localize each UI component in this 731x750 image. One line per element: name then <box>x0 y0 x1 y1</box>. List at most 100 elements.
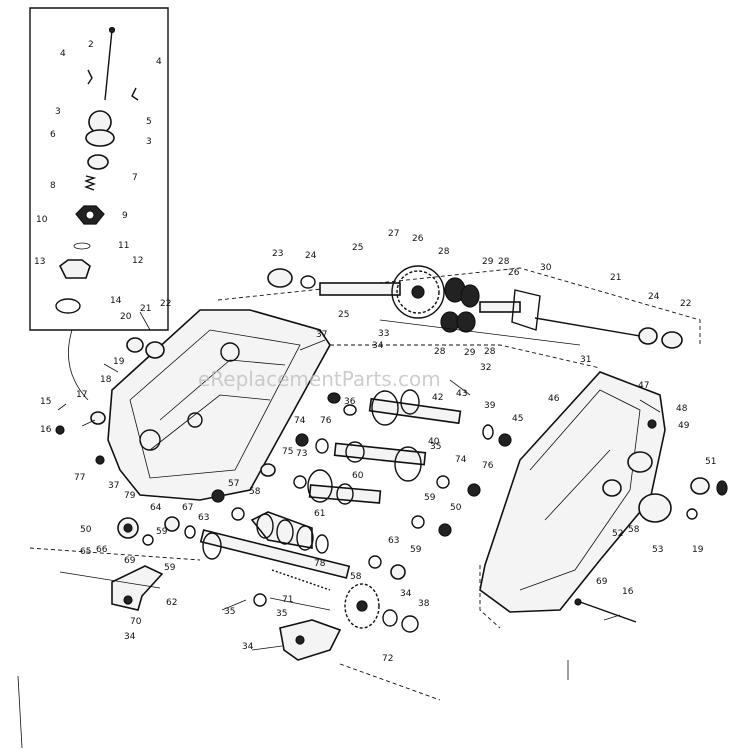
part-label: 63 <box>388 536 399 546</box>
part-label: 24 <box>648 292 660 302</box>
part-label: 64 <box>150 503 162 513</box>
part-label: 23 <box>272 249 283 259</box>
part-label: 40 <box>428 437 440 447</box>
part-label: 6 <box>50 130 56 140</box>
part-label: 30 <box>540 263 552 273</box>
lower-shaft-assembly <box>117 489 452 633</box>
part-label: 16 <box>622 587 634 597</box>
part-label: 60 <box>352 471 364 481</box>
part-label: 76 <box>320 416 332 426</box>
part-label: 35 <box>430 442 441 452</box>
part-label: 7 <box>132 173 138 183</box>
part-label: 53 <box>652 545 663 555</box>
part-label: 58 <box>249 487 261 497</box>
part-label: 37 <box>108 481 119 491</box>
part-label: 34 <box>124 632 136 642</box>
part-label: 39 <box>484 401 496 411</box>
part-label: 5 <box>146 117 152 127</box>
part-label: 46 <box>548 394 560 404</box>
part-label: 69 <box>596 577 608 587</box>
part-label: 22 <box>160 299 171 309</box>
part-label: 45 <box>512 414 523 424</box>
part-label: 72 <box>382 654 393 664</box>
part-label: 3 <box>55 107 61 117</box>
part-label: 73 <box>296 449 307 459</box>
part-label: 4 <box>156 57 162 67</box>
part-label: 19 <box>692 545 704 555</box>
part-label: 19 <box>113 357 125 367</box>
part-label: 77 <box>74 473 85 483</box>
part-label: 16 <box>40 425 52 435</box>
part-label: 51 <box>705 457 716 467</box>
part-label: 36 <box>344 397 356 407</box>
part-label: 34 <box>372 341 384 351</box>
part-label: 62 <box>166 598 177 608</box>
part-label: 50 <box>80 525 92 535</box>
part-label: 28 <box>498 257 510 267</box>
right-housing <box>479 371 728 680</box>
part-label: 50 <box>450 503 462 513</box>
part-label: 59 <box>156 527 168 537</box>
part-label: 47 <box>638 381 649 391</box>
part-label: 43 <box>456 389 467 399</box>
part-label: 74 <box>455 455 467 465</box>
part-label: 70 <box>130 617 142 627</box>
part-label: 24 <box>305 251 317 261</box>
part-label: 12 <box>132 256 143 266</box>
part-label: 15 <box>40 397 51 407</box>
part-label: 33 <box>378 329 389 339</box>
part-label: 9 <box>122 211 128 221</box>
part-label: 65 <box>80 547 91 557</box>
part-label: 76 <box>482 461 494 471</box>
part-label: 34 <box>400 589 412 599</box>
part-label: 25 <box>338 310 349 320</box>
part-label: 42 <box>432 393 443 403</box>
part-label: 10 <box>36 215 48 225</box>
part-label: 67 <box>182 503 193 513</box>
part-label: 18 <box>100 375 112 385</box>
left-housing <box>55 309 331 501</box>
part-label: 35 <box>224 607 235 617</box>
part-label: 28 <box>438 247 450 257</box>
part-label: 38 <box>418 599 430 609</box>
part-label: 22 <box>680 299 691 309</box>
part-label: 58 <box>350 572 362 582</box>
part-label: 26 <box>508 268 520 278</box>
part-label: 63 <box>198 513 209 523</box>
part-label: 21 <box>610 273 621 283</box>
part-label: 29 <box>482 257 494 267</box>
part-label: 4 <box>60 49 66 59</box>
part-label: 28 <box>434 347 446 357</box>
inset-parts <box>55 26 139 314</box>
part-label: 52 <box>612 529 623 539</box>
part-label: 17 <box>76 390 87 400</box>
part-label: 75 <box>282 447 293 457</box>
part-label: 26 <box>412 234 424 244</box>
part-label: 29 <box>464 348 476 358</box>
part-label: 61 <box>314 509 325 519</box>
part-label: 27 <box>388 229 399 239</box>
part-label: 48 <box>676 404 688 414</box>
part-label: 14 <box>110 296 122 306</box>
part-labels: 2 4 4 3 5 6 3 7 8 10 9 11 13 12 14 21 22… <box>34 40 716 664</box>
brackets <box>29 547 441 701</box>
part-label: 59 <box>424 493 436 503</box>
part-label: 37 <box>316 330 327 340</box>
part-label: 35 <box>276 609 287 619</box>
part-label: 20 <box>120 312 132 322</box>
part-label: 32 <box>480 363 491 373</box>
part-label: 79 <box>124 491 136 501</box>
part-label: 59 <box>410 545 422 555</box>
part-label: 28 <box>484 347 496 357</box>
part-label: 59 <box>164 563 176 573</box>
part-label: 25 <box>352 243 363 253</box>
part-label: 21 <box>140 304 151 314</box>
part-label: 11 <box>118 241 129 251</box>
part-label: 13 <box>34 257 45 267</box>
part-label: 8 <box>50 181 56 191</box>
middle-shafts <box>260 344 601 505</box>
part-label: 71 <box>282 595 293 605</box>
part-label: 2 <box>88 40 94 50</box>
part-label: 74 <box>294 416 306 426</box>
